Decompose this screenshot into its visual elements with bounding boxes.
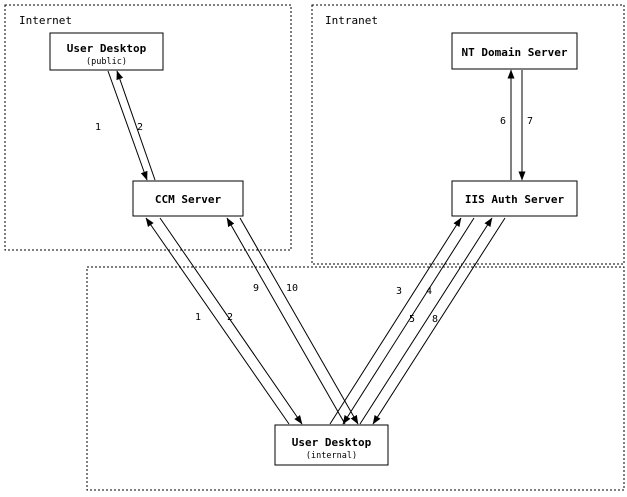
flow-label-10: 10: [286, 283, 298, 294]
flow-arrow-10: [239, 217, 359, 425]
zone-internet-border: [4, 4, 292, 251]
connection-internal-desktop-ccm-910: [226, 217, 359, 425]
zone-intranet: Intranet: [311, 4, 625, 265]
node-nt-domain-server-box[interactable]: [451, 32, 578, 70]
node-ccm-server-box[interactable]: [132, 180, 244, 217]
flow-arrow-9: [226, 217, 346, 425]
flow-label-9: 9: [253, 283, 259, 294]
flow-arrow-5: [359, 217, 493, 425]
connection-iis-nt-domain: [507, 69, 526, 181]
flow-arrow-2-internal: [159, 217, 303, 425]
flow-label-3: 3: [396, 286, 402, 297]
flow-arrow-4: [342, 217, 475, 425]
node-user-desktop-internal[interactable]: User Desktop (internal): [274, 424, 389, 466]
flow-label-2-public: 2: [137, 122, 143, 133]
node-user-desktop-internal-subtitle: (internal): [306, 451, 357, 461]
connection-internal-desktop-iis-34: [329, 217, 475, 425]
flow-arrow-1-internal: [145, 217, 290, 425]
flow-label-6: 6: [500, 116, 506, 127]
flow-arrow-8: [372, 217, 506, 425]
node-iis-auth-server[interactable]: IIS Auth Server: [451, 180, 578, 217]
node-nt-domain-server[interactable]: NT Domain Server: [451, 32, 578, 70]
node-ccm-server[interactable]: CCM Server: [132, 180, 244, 217]
node-iis-auth-server-box[interactable]: [451, 180, 578, 217]
node-user-desktop-public-title: User Desktop: [67, 42, 147, 55]
node-ccm-server-title: CCM Server: [155, 193, 222, 206]
flow-label-1-public: 1: [95, 122, 101, 133]
node-iis-auth-server-title: IIS Auth Server: [465, 193, 565, 206]
node-user-desktop-public-box[interactable]: [49, 32, 164, 71]
zone-internal-lan-border: [86, 266, 625, 491]
flow-arrow-2-public: [116, 70, 156, 181]
node-user-desktop-internal-title: User Desktop: [292, 436, 372, 449]
flow-arrow-3: [329, 217, 462, 425]
node-user-desktop-public-subtitle: (public): [86, 57, 127, 67]
flow-label-5: 5: [409, 314, 415, 325]
zone-intranet-label: Intranet: [325, 14, 378, 27]
connection-internal-desktop-ccm-12: [145, 217, 303, 425]
flow-arrow-1-public: [107, 70, 148, 181]
node-user-desktop-internal-box[interactable]: [274, 424, 389, 466]
flow-label-4: 4: [426, 286, 432, 297]
connection-public-desktop-ccm: [107, 70, 156, 181]
zone-internal-lan: [86, 266, 625, 491]
flow-label-8: 8: [432, 314, 438, 325]
flow-label-1-internal: 1: [195, 312, 201, 323]
flow-label-7: 7: [527, 116, 533, 127]
flow-label-2-internal: 2: [227, 312, 233, 323]
zone-intranet-border: [311, 4, 625, 265]
flow-step-labels: 1 2 6 7 9 10 1 2 3 4 5 8: [95, 116, 533, 325]
connection-internal-desktop-iis-58: [359, 217, 506, 425]
node-nt-domain-server-title: NT Domain Server: [462, 46, 568, 59]
zone-internet-label: Internet: [19, 14, 72, 27]
node-user-desktop-public[interactable]: User Desktop (public): [49, 32, 164, 71]
zone-internet: Internet: [4, 4, 292, 251]
